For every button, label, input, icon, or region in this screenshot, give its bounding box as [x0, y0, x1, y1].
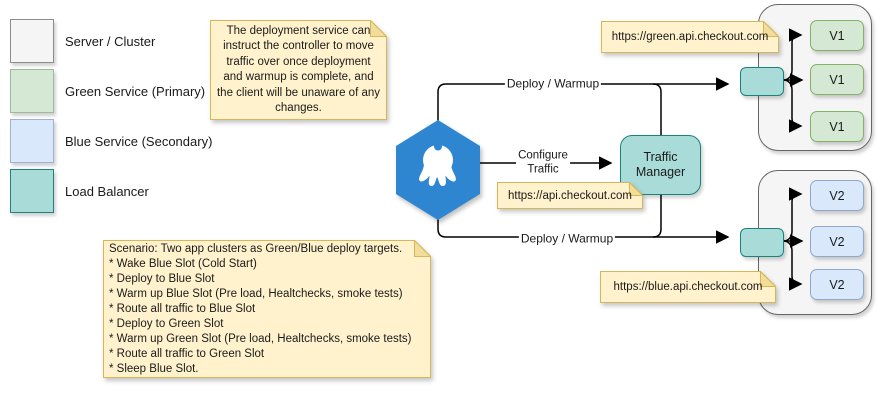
note-shape	[600, 271, 776, 303]
green-load-balancer-node	[740, 67, 784, 96]
legend-label: Server / Cluster	[65, 33, 156, 49]
note-text: https://blue.api.checkout.com	[613, 281, 763, 293]
note-text: https://green.api.checkout.com	[611, 31, 769, 43]
blue-instance-v2-3: V2	[810, 269, 864, 300]
edge-label-deploy-warmup-bottom: Deploy / Warmup	[518, 231, 616, 246]
blue-load-balancer-node	[740, 228, 784, 257]
note-shape	[601, 21, 779, 53]
green-instance-v1-1: V1	[810, 20, 864, 51]
note-shape	[210, 20, 387, 120]
blue-url-note: https://blue.api.checkout.com	[600, 271, 776, 303]
note-text: The deployment service can instruct the …	[216, 24, 380, 115]
blue-instance-v2-1: V2	[810, 180, 864, 211]
octopus-head-notch	[434, 142, 442, 151]
legend-item-load-balancer: Load Balancer	[10, 169, 149, 213]
green-instance-v1-3: V1	[810, 111, 864, 142]
edge-label-configure-traffic: Configure Traffic	[516, 149, 570, 177]
scenario-note: Scenario: Two app clusters as Green/Blue…	[103, 240, 431, 378]
legend-item-green-service: Green Service (Primary)	[10, 69, 205, 113]
blue-service-swatch	[10, 119, 54, 163]
note-shape	[497, 182, 643, 209]
octopus-deploy-logo	[396, 120, 480, 220]
blue-instance-v2-2: V2	[810, 226, 864, 257]
api-url-note: https://api.checkout.com	[497, 182, 643, 209]
deployment-service-note: The deployment service can instruct the …	[210, 20, 387, 120]
note-text: https://api.checkout.com	[507, 189, 632, 202]
legend-item-server-cluster: Server / Cluster	[10, 19, 155, 63]
load-balancer-swatch	[10, 169, 54, 213]
legend-item-blue-service: Blue Service (Secondary)	[10, 119, 212, 163]
server-cluster-swatch	[10, 19, 54, 63]
legend-label: Blue Service (Secondary)	[65, 133, 213, 149]
green-service-swatch	[10, 69, 54, 113]
green-url-note: https://green.api.checkout.com	[601, 21, 779, 53]
traffic-manager-node: Traffic Manager	[620, 135, 701, 195]
green-instance-v1-2: V1	[810, 64, 864, 95]
legend-label: Load Balancer	[65, 183, 149, 199]
legend-label: Green Service (Primary)	[65, 83, 206, 99]
edge-label-deploy-warmup-top: Deploy / Warmup	[504, 76, 602, 91]
note-shape	[103, 240, 431, 378]
note-text: Scenario: Two app clusters as Green/Blue…	[109, 243, 412, 375]
